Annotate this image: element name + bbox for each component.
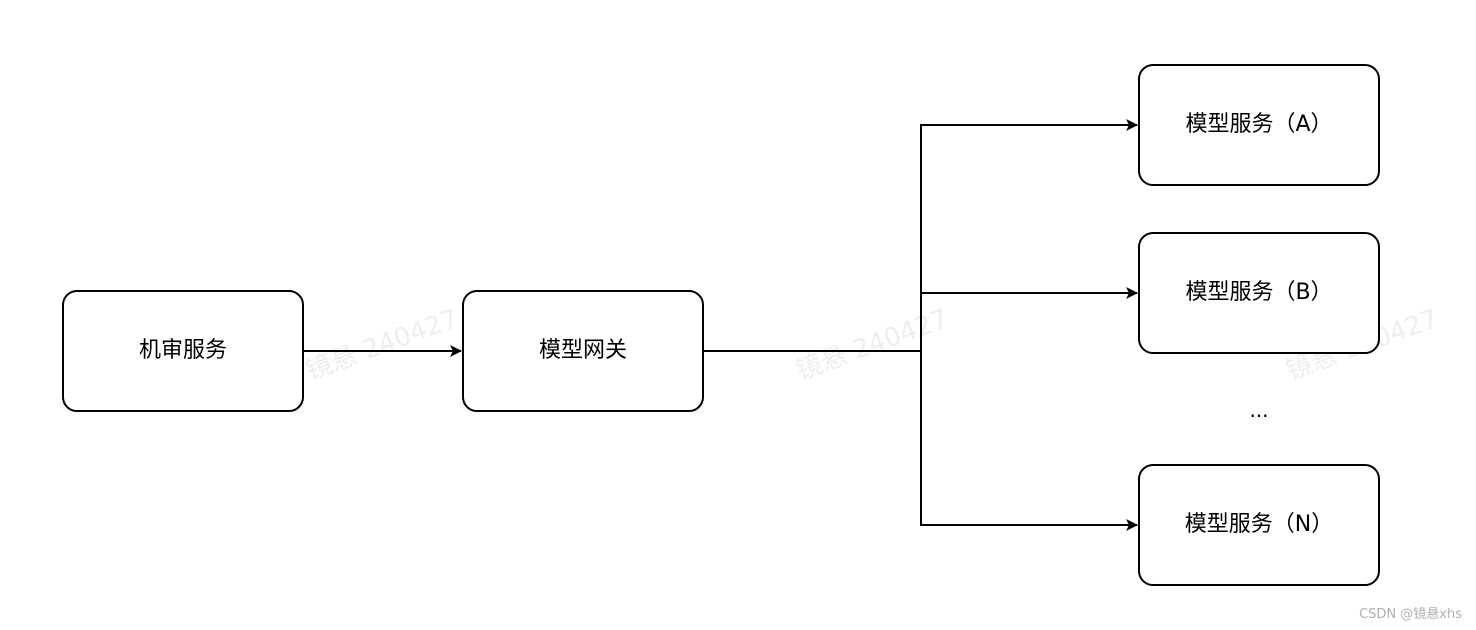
node-model-service-b[interactable]: 模型服务（B） (1138, 232, 1380, 354)
node-model-service-n-label: 模型服务（N） (1185, 512, 1333, 537)
node-model-service-a[interactable]: 模型服务（A） (1138, 64, 1380, 186)
watermark-1: 镜悬 240427 (302, 304, 462, 387)
node-audit-service[interactable]: 机审服务 (62, 290, 304, 412)
watermark-2: 镜悬 240427 (792, 304, 952, 387)
node-model-service-a-label: 模型服务（A） (1185, 112, 1332, 137)
node-audit-service-label: 机审服务 (139, 338, 227, 363)
ellipsis: ... (1249, 398, 1268, 422)
footer-credit: CSDN @镜悬xhs (1359, 607, 1462, 622)
node-model-service-b-label: 模型服务（B） (1185, 280, 1332, 305)
node-model-gateway[interactable]: 模型网关 (462, 290, 704, 412)
node-model-service-n[interactable]: 模型服务（N） (1138, 464, 1380, 586)
node-model-gateway-label: 模型网关 (539, 338, 627, 363)
